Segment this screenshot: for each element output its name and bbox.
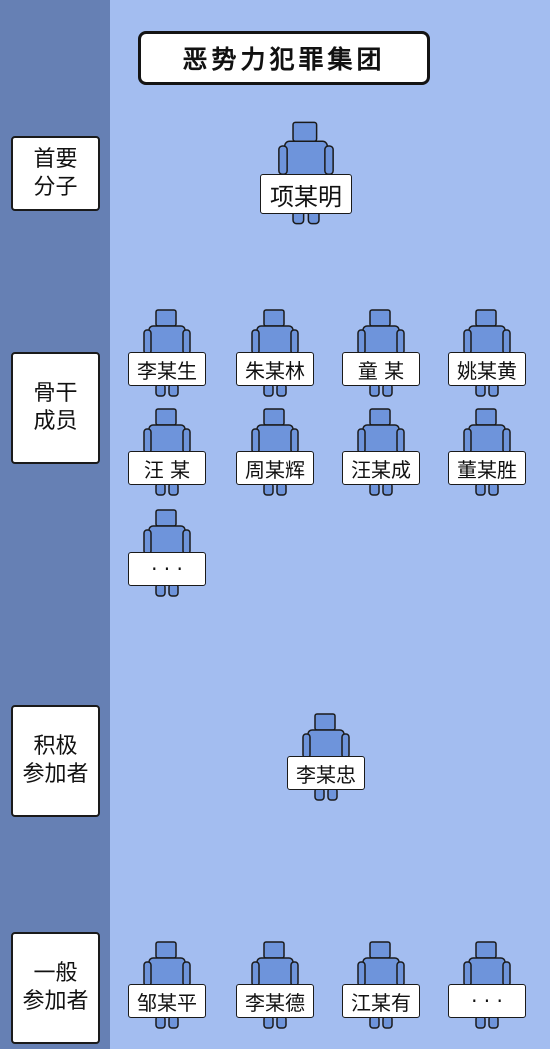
person-node: 汪某成 xyxy=(342,407,420,497)
person-name-label: 朱某林 xyxy=(236,352,314,386)
person-node: 汪 某 xyxy=(128,407,206,497)
person-node: 童 某 xyxy=(342,308,420,398)
person-icon xyxy=(143,408,191,496)
person-icon xyxy=(251,309,299,397)
person-node: 周某辉 xyxy=(236,407,314,497)
person-name-label: 李某德 xyxy=(236,984,314,1018)
person-name-label: 项某明 xyxy=(260,174,352,214)
person-name-label: 李某忠 xyxy=(287,756,365,790)
person-name-label: 江某有 xyxy=(342,984,420,1018)
person-name-label: 汪某成 xyxy=(342,451,420,485)
person-node: 李某德 xyxy=(236,940,314,1030)
person-name-label: · · · xyxy=(128,552,206,586)
person-name-label: 汪 某 xyxy=(128,451,206,485)
person-name-label: 邹某平 xyxy=(128,984,206,1018)
person-node: 姚某黄 xyxy=(448,308,526,398)
diagram-title: 恶势力犯罪集团 xyxy=(138,31,430,85)
person-node: 朱某林 xyxy=(236,308,314,398)
person-name-label: 童 某 xyxy=(342,352,420,386)
tier-label-active-line2: 参加者 xyxy=(22,762,89,787)
person-name-label: 李某生 xyxy=(128,352,206,386)
person-icon xyxy=(278,121,334,225)
tier-label-general-line1: 一般 xyxy=(33,961,78,986)
person-name-label: · · · xyxy=(448,984,526,1018)
person-name-label: 董某胜 xyxy=(448,451,526,485)
tier-label-active-line1: 积极 xyxy=(33,734,78,759)
person-icon xyxy=(463,408,511,496)
person-node: 邹某平 xyxy=(128,940,206,1030)
tier-label-leader: 首要 分子 xyxy=(11,136,100,211)
tier-label-leader-line2: 分子 xyxy=(33,174,78,200)
tier-label-core-line1: 骨干 xyxy=(33,381,78,406)
person-node: 李某生 xyxy=(128,308,206,398)
tier-label-general-line2: 参加者 xyxy=(22,989,89,1014)
person-node: 江某有 xyxy=(342,940,420,1030)
tier-label-core: 骨干 成员 xyxy=(11,352,100,464)
tier-label-active: 积极 参加者 xyxy=(11,705,100,817)
person-node: 董某胜 xyxy=(448,407,526,497)
person-icon xyxy=(463,941,511,1029)
person-node: 项某明 xyxy=(260,120,352,226)
person-node: · · · xyxy=(128,508,206,598)
person-name-label: 周某辉 xyxy=(236,451,314,485)
person-icon xyxy=(143,509,191,597)
tier-label-general: 一般 参加者 xyxy=(11,932,100,1044)
person-icon xyxy=(143,309,191,397)
person-icon xyxy=(143,941,191,1029)
person-icon xyxy=(357,309,405,397)
person-node: 李某忠 xyxy=(287,712,365,802)
person-name-label: 姚某黄 xyxy=(448,352,526,386)
person-node: · · · xyxy=(448,940,526,1030)
person-icon xyxy=(357,408,405,496)
tier-label-leader-line1: 首要 xyxy=(33,146,78,172)
tier-label-core-line2: 成员 xyxy=(33,409,78,434)
